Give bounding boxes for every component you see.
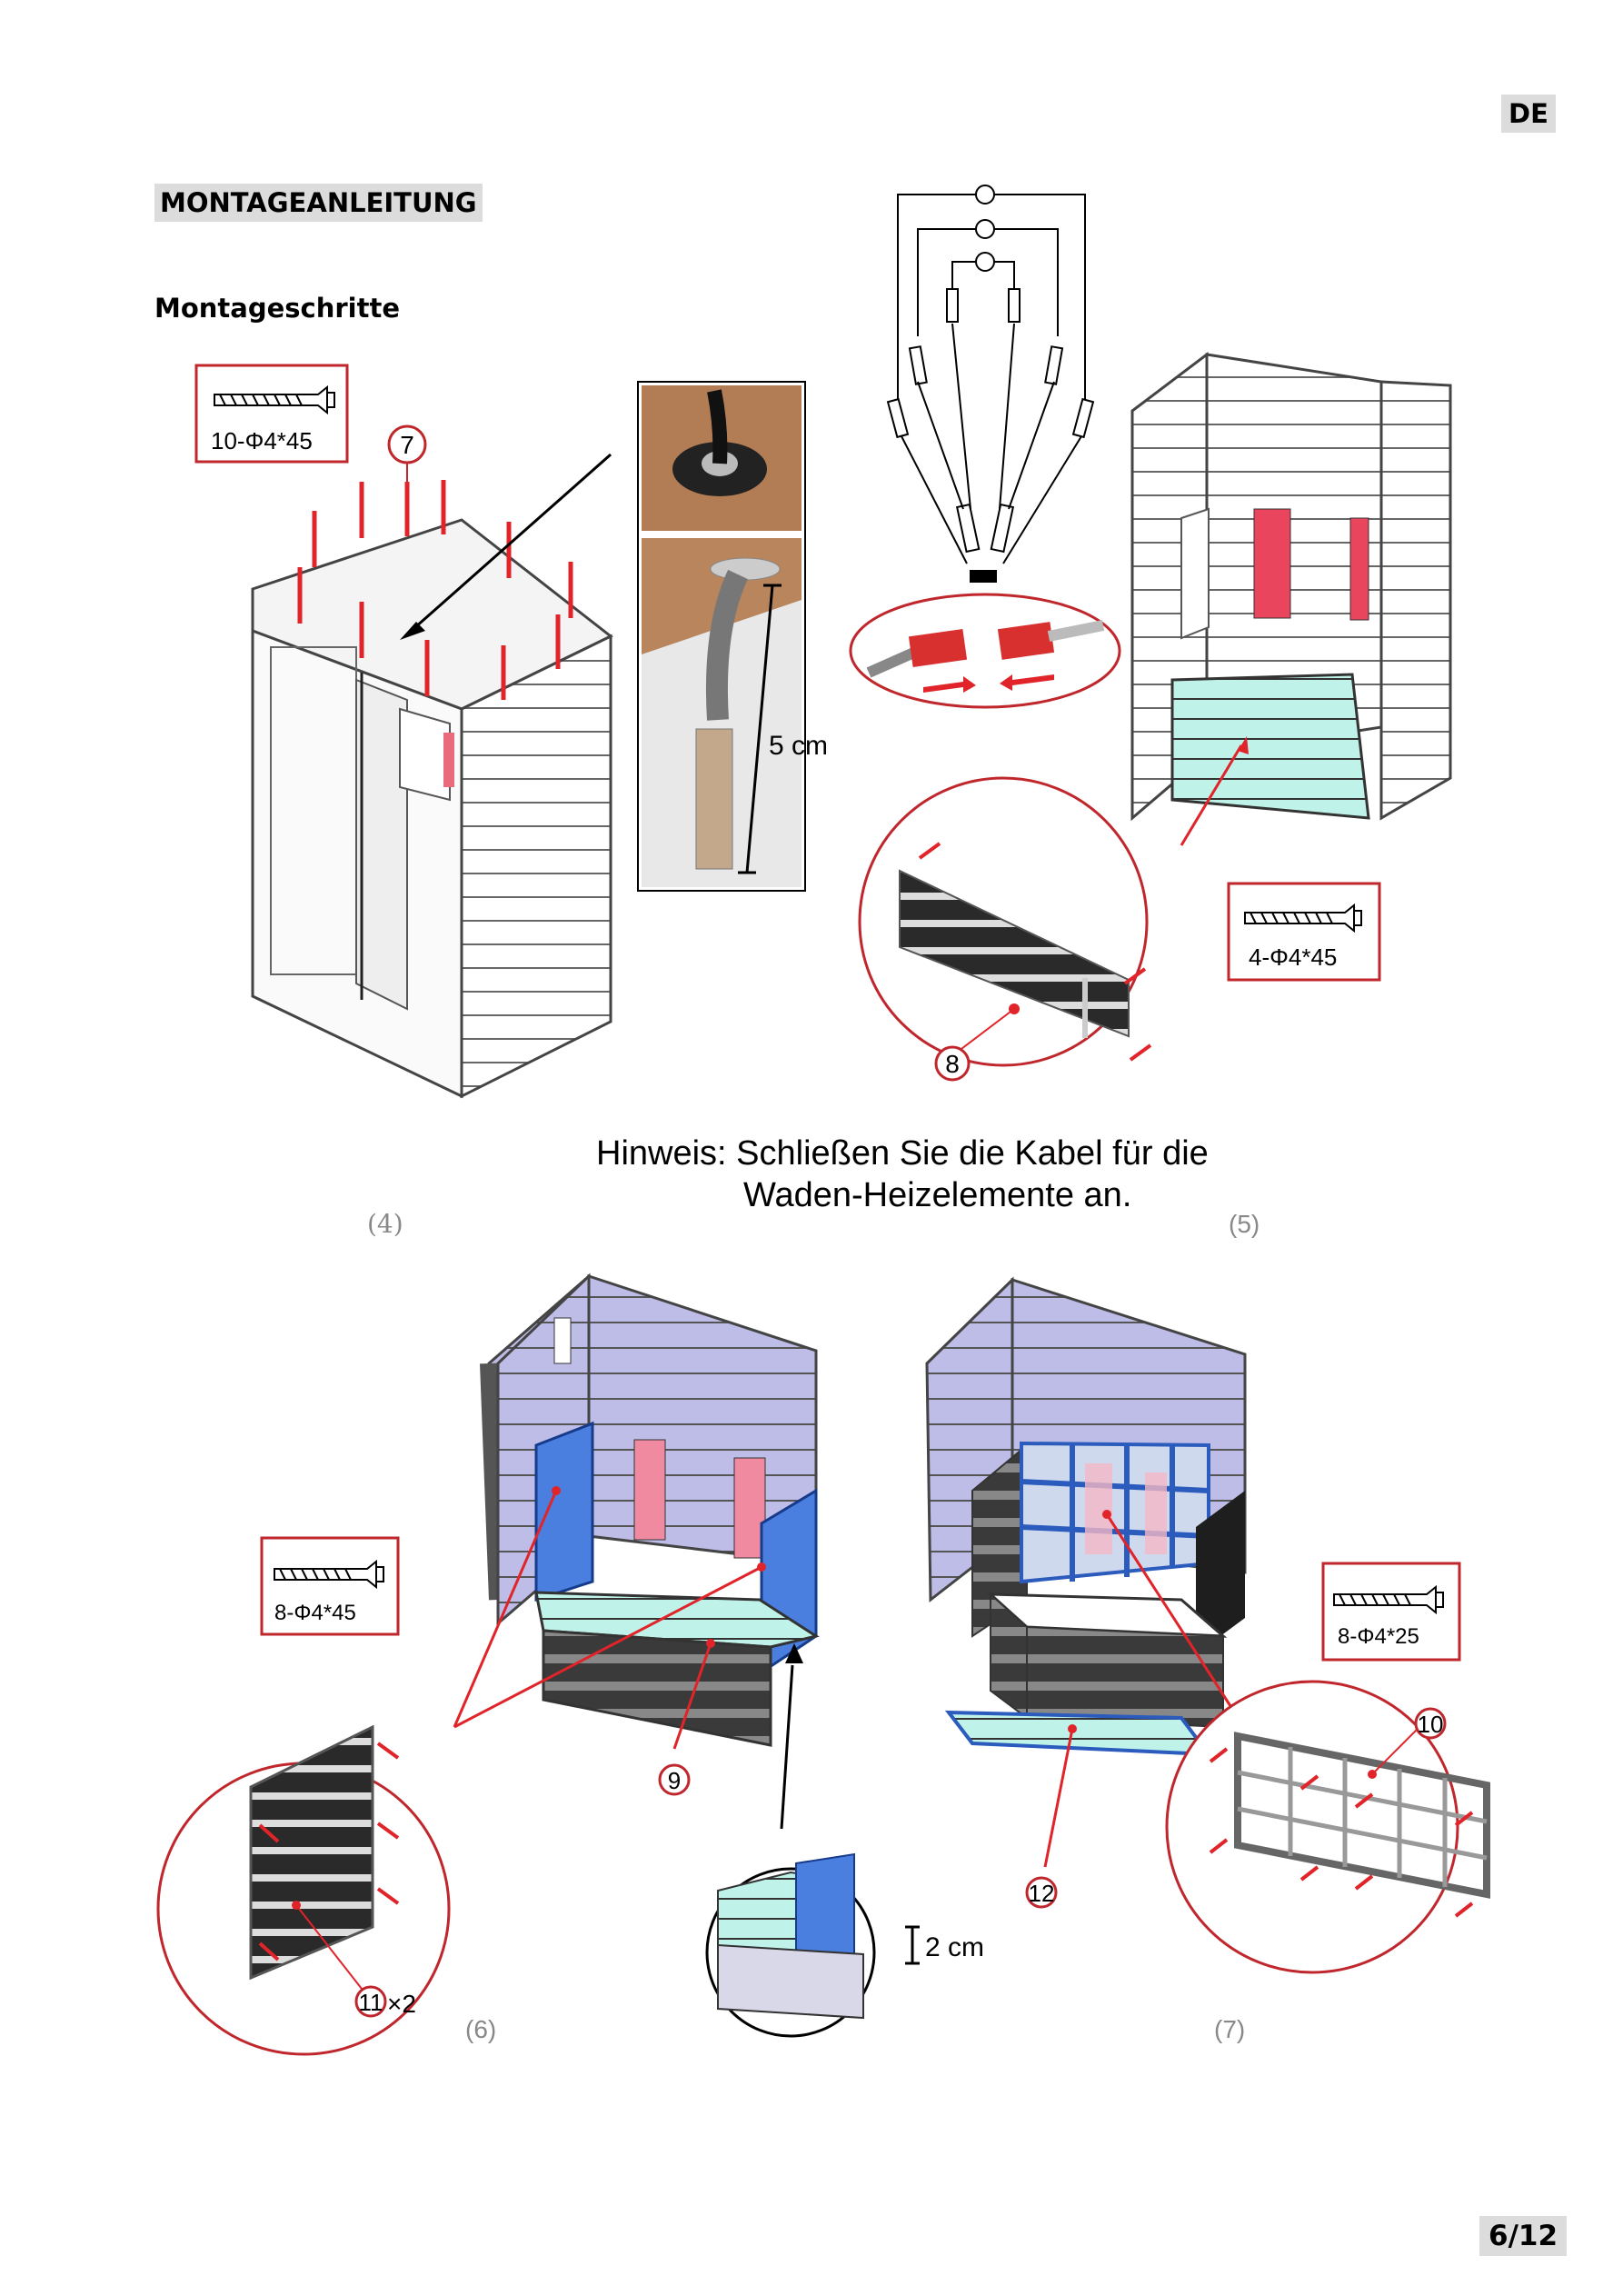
screw-spec: 10-Φ4*45 <box>211 427 313 454</box>
step7-figure: 12 8-Φ4*25 <box>925 1276 1490 2043</box>
part-quantity: ×2 <box>387 1990 416 2018</box>
step5-label: (5) <box>1229 1210 1260 1238</box>
measure-2cm: 2 cm <box>925 1932 984 1962</box>
part-number-10: 10 <box>1418 1711 1444 1738</box>
screw-spec: 8-Φ4*45 <box>274 1601 356 1625</box>
step4-label: (4) <box>367 1209 403 1239</box>
step5-screw-box: 4-Φ4*45 <box>1227 882 1381 982</box>
part-number-12: 12 <box>1029 1880 1055 1907</box>
note-line-2: Waden-Heizelemente an. <box>743 1176 1132 1214</box>
measure-5cm: 5 cm <box>769 731 828 761</box>
step6-label: (6) <box>465 2015 496 2043</box>
note-text: Hinweis: Schließen Sie die Kabel für die… <box>596 1133 1209 1216</box>
screw-icon <box>214 384 335 415</box>
step6-figure: 9 8-Φ4*45 11 ×2 <box>156 1273 984 2056</box>
screw-spec: 4-Φ4*45 <box>1249 943 1337 971</box>
step4-figure: 10-Φ4*45 7 <box>194 364 828 1239</box>
step4-screw-box: 10-Φ4*45 <box>194 364 349 464</box>
part-number-11: 11 <box>359 1989 383 2016</box>
part-number-7: 7 <box>400 431 414 459</box>
cabin-step5 <box>1130 351 1452 846</box>
part-number-8: 8 <box>945 1050 960 1078</box>
subtitle: Montageschritte <box>154 293 401 324</box>
cabin-step7: 12 <box>925 1276 1247 1909</box>
screw-spec: 8-Φ4*25 <box>1338 1624 1419 1649</box>
part11-zoom: 11 ×2 <box>156 1724 451 2056</box>
wiring-diagram <box>886 185 1095 583</box>
step6-screw-box: 8-Φ4*45 <box>260 1536 400 1636</box>
gap-zoom: 2 cm <box>705 1643 984 2038</box>
part8-zoom: 8 <box>858 776 1152 1082</box>
page-number: 6/12 <box>1479 2216 1568 2256</box>
step7-label: (7) <box>1214 2015 1245 2043</box>
note-line-1: Hinweis: Schließen Sie die Kabel für die <box>596 1134 1209 1173</box>
cabin-step6: 9 <box>453 1273 820 1796</box>
step5-figure: 8 4-Φ4*45 (5) <box>849 185 1452 1238</box>
cabin-step4 <box>251 453 613 1099</box>
connector-zoom <box>849 593 1121 709</box>
part10-zoom: 10 <box>1165 1680 1490 1974</box>
part-number-9: 9 <box>668 1767 681 1794</box>
section-title: MONTAGEANLEITUNG <box>154 184 483 222</box>
cable-photo: 5 cm <box>637 381 828 892</box>
step7-screw-box: 8-Φ4*25 <box>1321 1562 1461 1662</box>
language-badge: DE <box>1501 95 1556 133</box>
